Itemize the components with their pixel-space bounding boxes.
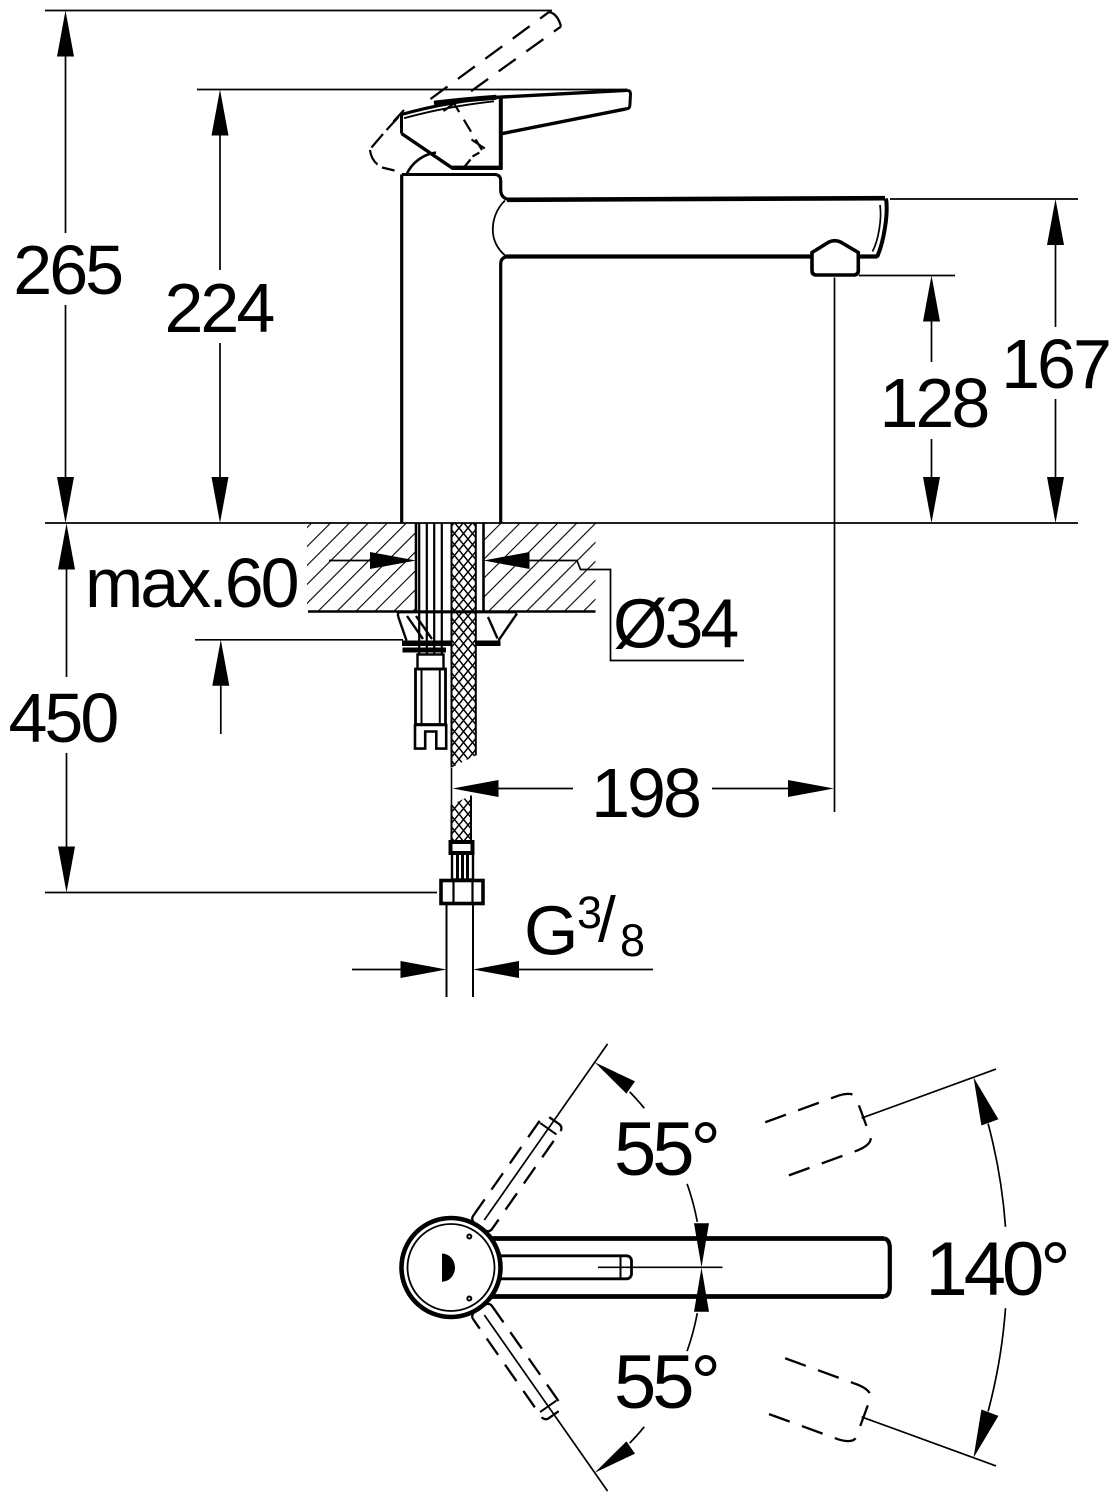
label-g-slash: / xyxy=(598,884,616,956)
side-view: 265 224 450 max.60 xyxy=(9,9,1112,997)
label-450: 450 xyxy=(9,679,118,757)
arrow-arc-55-lower-outer xyxy=(594,1441,635,1473)
dim-g38: G 3 / 8 xyxy=(352,884,653,978)
dim-max60: max.60 xyxy=(85,544,301,734)
arrow-left-g38 xyxy=(473,961,519,978)
lever-raised-dashed xyxy=(429,10,563,112)
spout-swivel-rays xyxy=(861,1068,997,1467)
label-g-num: 3 xyxy=(577,887,602,938)
flexible-hose-upper xyxy=(450,523,477,768)
flexible-hose-lower xyxy=(450,795,472,841)
dim-167: 167 xyxy=(1001,199,1112,523)
screw-dot-top xyxy=(466,1233,473,1240)
arrow-up-167 xyxy=(1047,199,1064,245)
dim-224: 224 xyxy=(165,89,276,523)
dim-265: 265 xyxy=(13,10,124,523)
label-55-upper: 55° xyxy=(614,1107,717,1192)
extension-lines xyxy=(45,9,1078,894)
arrow-down-265 xyxy=(57,477,74,523)
mounting-nut xyxy=(413,653,448,750)
plan-spout-dashed-upper xyxy=(764,1092,872,1178)
stud-washer xyxy=(402,647,446,653)
label-224: 224 xyxy=(165,269,274,347)
dim-198: 198 xyxy=(452,754,834,832)
label-198: 198 xyxy=(591,754,699,832)
plan-spout xyxy=(470,1236,892,1299)
arrow-down-450 xyxy=(58,846,75,893)
dim-55-upper: 55° xyxy=(594,1062,721,1268)
supply-pipe xyxy=(445,904,474,997)
label-g: G xyxy=(524,892,578,970)
arrow-up-128 xyxy=(923,275,940,322)
label-g-den: 8 xyxy=(620,915,645,966)
arrow-up-max60 xyxy=(212,639,230,686)
worktop-section xyxy=(307,523,596,613)
plan-spout-dashed-lower xyxy=(764,1357,872,1443)
label-dia34: Ø34 xyxy=(613,585,737,663)
leader-dia34 xyxy=(529,559,744,662)
arrow-up-224 xyxy=(211,89,229,136)
dim-128: 128 xyxy=(880,275,990,523)
head-raised-dashed xyxy=(368,99,488,172)
dim-450: 450 xyxy=(9,523,120,893)
arrow-up-265 xyxy=(57,10,74,57)
lever-swing-rays xyxy=(483,1043,609,1492)
arrow-right-g38 xyxy=(400,961,447,978)
arrow-left-dia34 xyxy=(483,552,530,569)
arrow-left-198 xyxy=(452,780,499,797)
label-max60: max.60 xyxy=(85,544,298,622)
dim-140: 140° xyxy=(926,1077,1071,1458)
arrow-arc-55-lower-inner xyxy=(694,1267,709,1312)
lever-handle xyxy=(400,88,633,176)
screw-dot-bottom xyxy=(466,1295,473,1302)
label-128: 128 xyxy=(880,364,988,442)
label-167: 167 xyxy=(1001,325,1109,403)
hose-end-fitting xyxy=(439,840,485,906)
arrow-right-198 xyxy=(788,780,834,797)
plan-body-circle xyxy=(399,1215,503,1320)
arrow-arc-55-upper-outer xyxy=(594,1062,635,1094)
arrow-arc-140-top xyxy=(973,1077,999,1126)
aerator xyxy=(810,238,861,277)
label-55-lower: 55° xyxy=(614,1340,717,1425)
mounting-shank xyxy=(418,523,443,654)
dim-dia34: Ø34 xyxy=(329,552,744,663)
arrow-right-dia34 xyxy=(370,552,416,569)
arrow-up-450 xyxy=(58,523,75,570)
lever-end-mark xyxy=(442,1253,455,1282)
arrow-down-128 xyxy=(923,477,940,523)
arrow-down-167 xyxy=(1047,477,1064,523)
spout xyxy=(491,195,889,259)
label-140: 140° xyxy=(926,1227,1067,1312)
arrow-arc-140-bottom xyxy=(973,1409,999,1458)
plan-view: 55° 55° 140° xyxy=(399,1043,1071,1492)
arrow-arc-55-upper-inner xyxy=(694,1223,709,1268)
label-265: 265 xyxy=(13,231,121,309)
arrow-down-224 xyxy=(211,477,229,523)
dim-55-lower: 55° xyxy=(594,1267,721,1473)
